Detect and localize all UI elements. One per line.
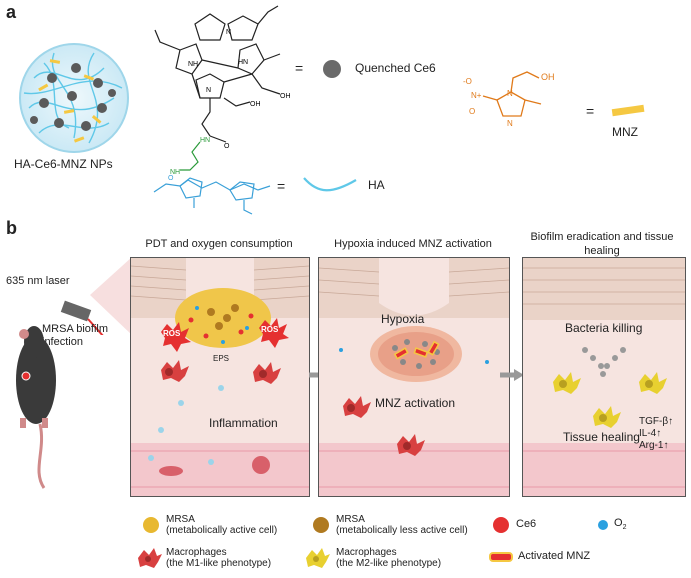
- laser-icon: [60, 257, 132, 335]
- chem-o1: O: [224, 143, 230, 150]
- legend-o2: O2: [614, 518, 626, 533]
- legend-mrsa-less-l1: MRSA: [336, 514, 365, 525]
- nanoparticle-icon: [19, 43, 129, 153]
- inflammation-label: Inflammation: [209, 416, 278, 430]
- mnz-activation-label: MNZ activation: [375, 396, 456, 410]
- eq-quenched: =: [295, 60, 304, 76]
- chem-oh: OH: [280, 93, 291, 100]
- legend-o2-text: O: [614, 517, 623, 529]
- marker-il4: IL-4↑: [639, 428, 662, 439]
- legend-m2-l1: Macrophages: [336, 547, 397, 558]
- legend-m2-icon: [306, 548, 330, 568]
- mnz-o: O: [469, 107, 475, 116]
- chem-nh2: HN: [238, 59, 248, 66]
- marker-arg1: Arg-1↑: [639, 440, 669, 451]
- panel-hypoxia: Hypoxia MNZ activation: [318, 257, 510, 497]
- mnz-label: MNZ: [612, 125, 638, 139]
- legend-m1-l2: (the M1-like phenotype): [166, 558, 272, 569]
- ros-label-1: ROS: [163, 329, 181, 338]
- legend-o2-icon: [598, 520, 608, 530]
- panel3-title: Biofilm eradication and tissue healing: [530, 231, 674, 257]
- hypoxia-label: Hypoxia: [381, 312, 425, 326]
- panel-letter-b: b: [6, 218, 17, 238]
- legend-m1: Macrophages (the M1-like phenotype): [166, 547, 271, 569]
- chem-oh2: OH: [250, 101, 261, 108]
- legend-mrsa-active-l1: MRSA: [166, 514, 195, 525]
- legend-ce6: Ce6: [516, 518, 537, 530]
- legend-mrsa-active-icon: [143, 517, 159, 533]
- bacteria-killing-label: Bacteria killing: [565, 321, 643, 335]
- mouse-icon: [16, 326, 56, 489]
- chem-n1: N: [226, 29, 231, 36]
- panel-healing: Bacteria killing Tissue healing TGF-β↑ I…: [522, 257, 686, 497]
- legend-mrsa-active: MRSA (metabolically active cell): [166, 514, 277, 536]
- marker-tgf: TGF-β↑: [639, 416, 674, 427]
- mnz-bar-icon: [611, 104, 645, 117]
- panel1-title: PDT and oxygen consumption: [145, 238, 293, 250]
- ha-wave-icon: [303, 177, 357, 192]
- legend-ce6-icon: [493, 517, 509, 533]
- chem-hn-link: HN: [200, 137, 210, 144]
- eq-ha: =: [277, 178, 286, 194]
- ce6-structure-icon: NH HN N N OH OH O HN NH O: [153, 5, 291, 215]
- mnz-structure-icon: OH N N N+ -O O: [463, 71, 555, 128]
- mnz-n2: N: [507, 119, 513, 128]
- ha-label: HA: [368, 178, 385, 192]
- legend-o2-sub: 2: [622, 524, 627, 532]
- mnz-nplus: N+: [471, 91, 482, 100]
- mrsa-label: MRSA biofilm infection: [42, 323, 109, 348]
- panel2-title: Hypoxia induced MNZ activation: [334, 238, 492, 250]
- panel-letter-a: a: [6, 2, 17, 22]
- arrow-2-icon: [500, 369, 524, 381]
- eq-mnz: =: [586, 103, 595, 119]
- chem-nh-link: NH: [170, 169, 180, 176]
- legend-m1-l1: Macrophages: [166, 547, 227, 558]
- np-label: HA-Ce6-MNZ NPs: [14, 157, 113, 171]
- quenched-ce6-label: Quenched Ce6: [355, 61, 436, 75]
- legend-activated-mnz: Activated MNZ: [518, 550, 591, 562]
- tissue-healing-label: Tissue healing: [563, 430, 640, 444]
- legend-m2-l2: (the M2-like phenotype): [336, 558, 442, 569]
- mnz-n1: N: [507, 89, 513, 98]
- legend-mrsa-less-icon: [313, 517, 329, 533]
- legend-activated-mnz-icon: [489, 552, 513, 562]
- ros-label-2: ROS: [261, 325, 279, 334]
- legend-m1-icon: [138, 548, 162, 568]
- legend-m2: Macrophages (the M2-like phenotype): [336, 547, 441, 569]
- eps-label: EPS: [213, 354, 230, 363]
- quenched-ce6-icon: [323, 60, 341, 78]
- chem-n2: N: [206, 87, 211, 94]
- legend-mrsa-less: MRSA (metabolically less active cell): [336, 514, 468, 536]
- panel-pdt: ROS ROS EPS Inflammation: [130, 257, 310, 497]
- legend-mrsa-less-l2: (metabolically less active cell): [336, 525, 468, 536]
- mnz-oh: OH: [541, 72, 555, 82]
- chem-o2: O: [168, 175, 174, 182]
- laser-label: 635 nm laser: [6, 275, 70, 287]
- legend-mrsa-active-l2: (metabolically active cell): [166, 525, 278, 536]
- chem-nh1: NH: [188, 61, 198, 68]
- mnz-ominus: -O: [463, 77, 472, 86]
